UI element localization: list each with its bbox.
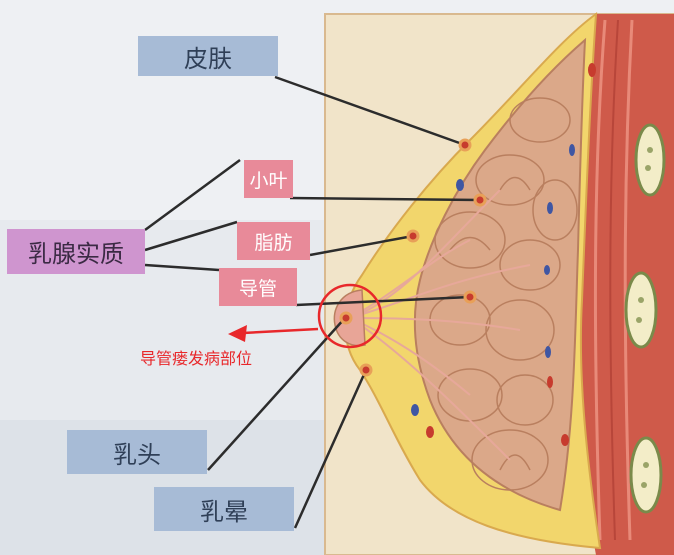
lobule-region	[413, 37, 587, 512]
red-arrow-icon	[228, 325, 319, 342]
lobule-label: 小叶	[244, 160, 293, 198]
skin-label: 皮肤	[138, 36, 278, 76]
rib-cross-sections	[624, 123, 666, 514]
areola-label: 乳晕	[154, 487, 294, 531]
marker-dots	[339, 138, 487, 377]
fat-label: 脂肪	[237, 222, 310, 260]
breast-parenchyma-label: 乳腺实质	[7, 229, 145, 274]
leader-lines	[144, 75, 481, 529]
lobule-clusters	[429, 97, 578, 491]
milk-ducts	[349, 189, 531, 461]
fistula-site-caption: 导管瘘发病部位	[140, 349, 253, 368]
duct-label: 导管	[219, 268, 297, 306]
fat-vessels	[411, 63, 596, 446]
nipple-label: 乳头	[67, 430, 207, 474]
lesion-highlight-circle	[317, 283, 383, 349]
